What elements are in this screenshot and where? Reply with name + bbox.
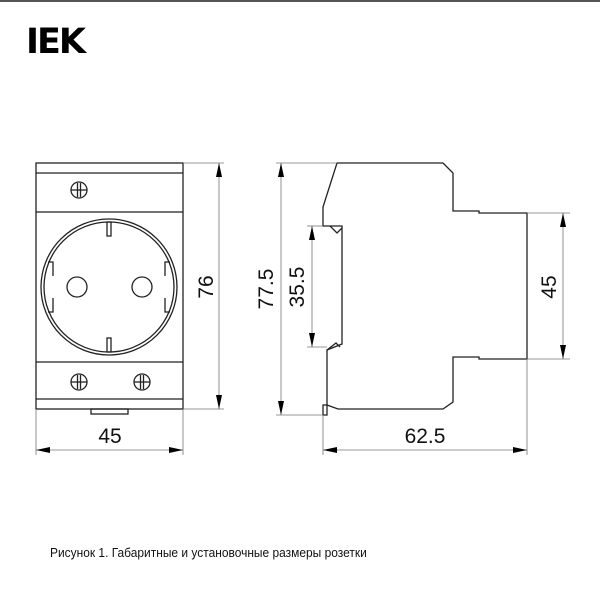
front-view: 76 45 <box>35 162 224 455</box>
top-border <box>0 0 600 2</box>
din-latch-tab <box>90 408 129 415</box>
pin-hole-left <box>66 276 88 298</box>
socket-outlet <box>40 218 178 356</box>
pin-hole-right <box>131 276 153 298</box>
screw-icon <box>70 181 88 199</box>
dimension-label-total-height: 77.5 <box>255 269 278 310</box>
figure-caption: Рисунок 1. Габаритные и установочные раз… <box>50 545 367 560</box>
side-profile-outline <box>322 162 528 410</box>
screw-icon <box>70 373 88 391</box>
screw-icon <box>133 373 151 391</box>
dimension-label-height: 76 <box>195 275 218 298</box>
dimension-label-din-rail: 35.5 <box>286 267 309 308</box>
dimension-label-depth: 62.5 <box>405 425 446 448</box>
dimension-label-width: 45 <box>98 425 121 448</box>
socket-body-outline <box>35 162 184 410</box>
side-view: 77.5 35.5 45 62.5 <box>255 162 570 455</box>
iek-logo: IEK <box>26 22 86 62</box>
dimension-label-front-height: 45 <box>538 275 561 298</box>
